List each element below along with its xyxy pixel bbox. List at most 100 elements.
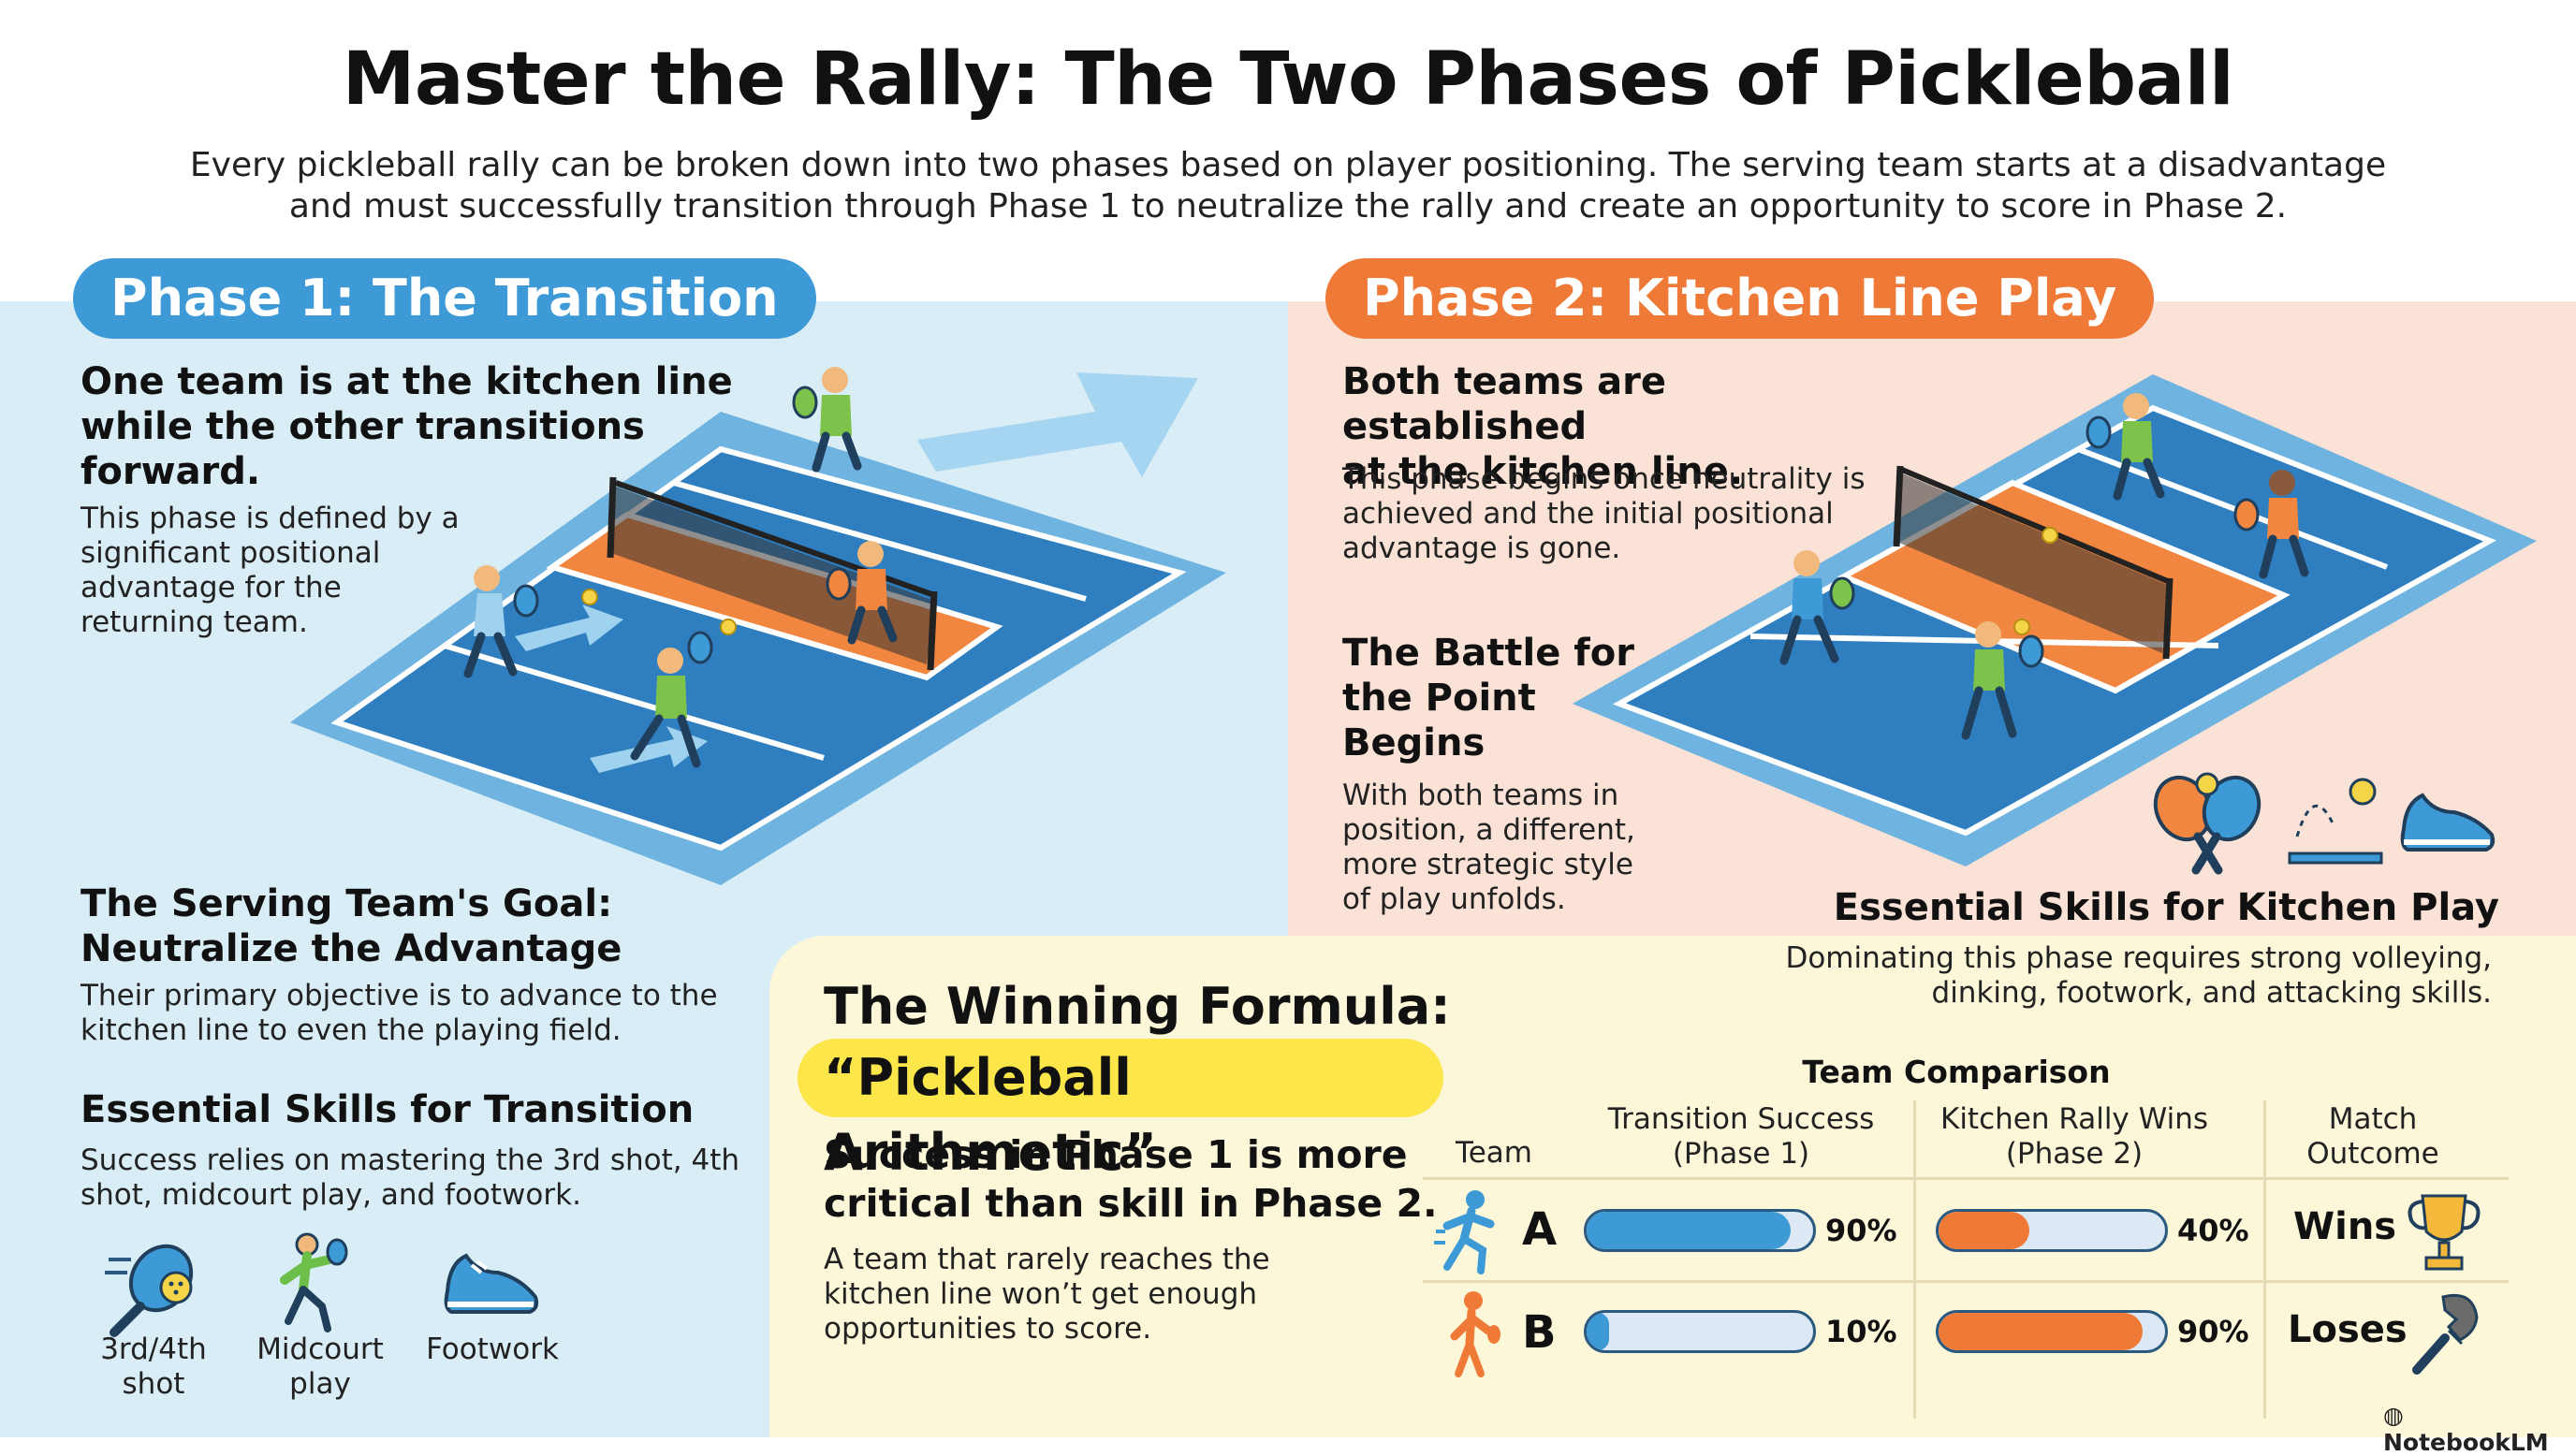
col-header-line: Kitchen Rally Wins: [1939, 1102, 2209, 1136]
icon-label-line: Footwork: [426, 1332, 559, 1366]
player-with-paddle-icon: [1450, 1291, 1500, 1377]
formula-claim-line: critical than skill in Phase 2.: [824, 1181, 1438, 1226]
runner-icon: [1434, 1190, 1495, 1274]
table-divider: [1423, 1280, 2509, 1283]
player-figure: [2233, 470, 2309, 579]
icon-label-line: Midcourt: [256, 1332, 384, 1366]
intro-line-1: Every pickleball rally can be broken dow…: [189, 146, 2387, 184]
table-divider: [1913, 1100, 1916, 1419]
kitchen-skills-body: Dominating this phase requires strong vo…: [1685, 941, 2492, 1011]
transition-bar-fill: [1587, 1212, 1791, 1249]
phase1-heading-line: forward.: [80, 450, 261, 493]
goal-body-line: Their primary objective is to advance to…: [80, 979, 718, 1012]
formula-body-line: A team that rarely reaches the: [824, 1243, 1270, 1276]
formula-claim-line: Success in Phase 1 is more: [824, 1132, 1408, 1177]
transition-value: 10%: [1825, 1314, 1897, 1349]
goal-body-line: kitchen line to even the playing field.: [80, 1013, 622, 1047]
table-divider: [1423, 1177, 2509, 1180]
battle-body-line: With both teams in: [1342, 779, 1619, 812]
kitchen-bar-fill: [1939, 1313, 2143, 1350]
col-header-line: (Phase 1): [1672, 1137, 1810, 1171]
kitchen-bar: [1936, 1209, 2168, 1252]
forward-arrow: [917, 372, 1198, 477]
movement-arrow: [515, 604, 623, 651]
player-figure: [2086, 393, 2165, 501]
trophy-icon: [2408, 1194, 2481, 1271]
icon-label-midcourt-play: Midcourt play: [245, 1332, 395, 1402]
battle-body-line: more strategic style: [1342, 848, 1633, 881]
phase1-heading: One team is at the kitchen line while th…: [80, 359, 736, 494]
intro-line-2: and must successfully transition through…: [288, 187, 2288, 226]
team-label: B: [1522, 1306, 1557, 1359]
brand-name: NotebookLM: [2383, 1429, 2549, 1456]
table-title: Team Comparison: [1802, 1054, 2111, 1090]
formula-body-line: kitchen line won’t get enough: [824, 1277, 1258, 1311]
movement-arrow: [590, 726, 708, 773]
transition-skills-heading: Essential Skills for Transition: [80, 1088, 695, 1131]
page-title: Master the Rally: The Two Phases of Pick…: [342, 37, 2234, 122]
team-label: A: [1522, 1203, 1558, 1256]
player-figure: [826, 541, 898, 645]
phase2-heading-line: at the kitchen line.: [1342, 450, 1744, 493]
col-header-outcome: Match Outcome: [2265, 1102, 2481, 1172]
battle-body-line: position, a different,: [1342, 813, 1635, 847]
player-figure: [463, 565, 539, 678]
battle-heading-line: The Battle for: [1342, 632, 1634, 675]
phase2-pill: Phase 2: Kitchen Line Play: [1325, 258, 2155, 339]
battle-heading-line: Begins: [1342, 721, 1486, 764]
phase1-body-line: significant positional: [80, 536, 381, 570]
kitchen-value: 40%: [2177, 1213, 2249, 1248]
kitchen-value: 90%: [2177, 1314, 2249, 1349]
transition-value: 90%: [1825, 1213, 1897, 1248]
dink-ball-icon: [2288, 778, 2383, 865]
phase2-heading-line: Both teams are established: [1342, 360, 1666, 448]
col-header-transition: Transition Success (Phase 1): [1582, 1102, 1900, 1172]
formula-heading: The Winning Formula:: [824, 977, 1451, 1036]
kitchen-bar: [1936, 1310, 2168, 1353]
midcourt-player-icon: [280, 1232, 348, 1332]
phase2-body-line: advantage is gone.: [1342, 531, 1621, 565]
col-header-line: Match: [2328, 1102, 2418, 1136]
icon-label-footwork: Footwork: [417, 1332, 567, 1367]
paddle-ball-icon: [105, 1244, 194, 1337]
formula-panel: [769, 936, 2576, 1437]
phase2-body-line: This phase begins once neutrality is: [1342, 462, 1866, 496]
phase1-body: This phase is defined by a significant p…: [80, 502, 511, 640]
kitchen-skills-body-line: Dominating this phase requires strong vo…: [1785, 941, 2492, 975]
transition-skills-body: Success relies on mastering the 3rd shot…: [80, 1143, 773, 1213]
col-header-kitchen: Kitchen Rally Wins (Phase 2): [1915, 1102, 2233, 1172]
outcome-label: Loses: [2288, 1308, 2408, 1351]
icon-label-line: shot: [122, 1367, 185, 1401]
net: [1893, 465, 2174, 660]
crossed-paddles-icon: [2153, 772, 2261, 875]
ball: [581, 589, 598, 605]
col-header-line: (Phase 2): [2005, 1137, 2144, 1171]
brand-watermark: ◍ NotebookLM: [2383, 1402, 2576, 1456]
shoe-icon: [444, 1253, 539, 1314]
phase1-body-line: advantage for the: [80, 571, 342, 604]
formula-highlight-text: “Pickleball Arithmetic”: [824, 1048, 1157, 1182]
transition-skills-body-line: shot, midcourt play, and footwork.: [80, 1178, 581, 1212]
formula-body: A team that rarely reaches the kitchen l…: [824, 1243, 1348, 1347]
player-figure: [1779, 550, 1855, 665]
table-divider: [2263, 1100, 2266, 1419]
goal-heading-line: The Serving Team's Goal:: [80, 882, 613, 925]
transition-skills-body-line: Success relies on mastering the 3rd shot…: [80, 1143, 739, 1177]
ball: [2042, 527, 2058, 544]
shoe-icon: [2400, 793, 2496, 852]
notebooklm-logo-icon: ◍: [2383, 1402, 2404, 1429]
phase1-heading-line: while the other transitions: [80, 405, 645, 448]
player-figure: [792, 367, 862, 473]
icon-label-3rd-4th-shot: 3rd/4th shot: [79, 1332, 228, 1402]
phase1-court-illustration: [290, 367, 1226, 885]
battle-heading-line: the Point: [1342, 677, 1536, 720]
ball: [2013, 619, 2030, 635]
col-header-team: Team: [1456, 1136, 1532, 1170]
col-header-line: Transition Success: [1607, 1102, 1875, 1136]
battle-body-line: of play unfolds.: [1342, 882, 1566, 916]
battle-body: With both teams in position, a different…: [1342, 779, 1679, 917]
phase1-pill: Phase 1: The Transition: [73, 258, 816, 339]
kitchen-skills-body-line: dinking, footwork, and attacking skills.: [1931, 976, 2492, 1010]
col-header-line: Outcome: [2306, 1137, 2439, 1171]
goal-heading-line: Neutralize the Advantage: [80, 927, 622, 970]
